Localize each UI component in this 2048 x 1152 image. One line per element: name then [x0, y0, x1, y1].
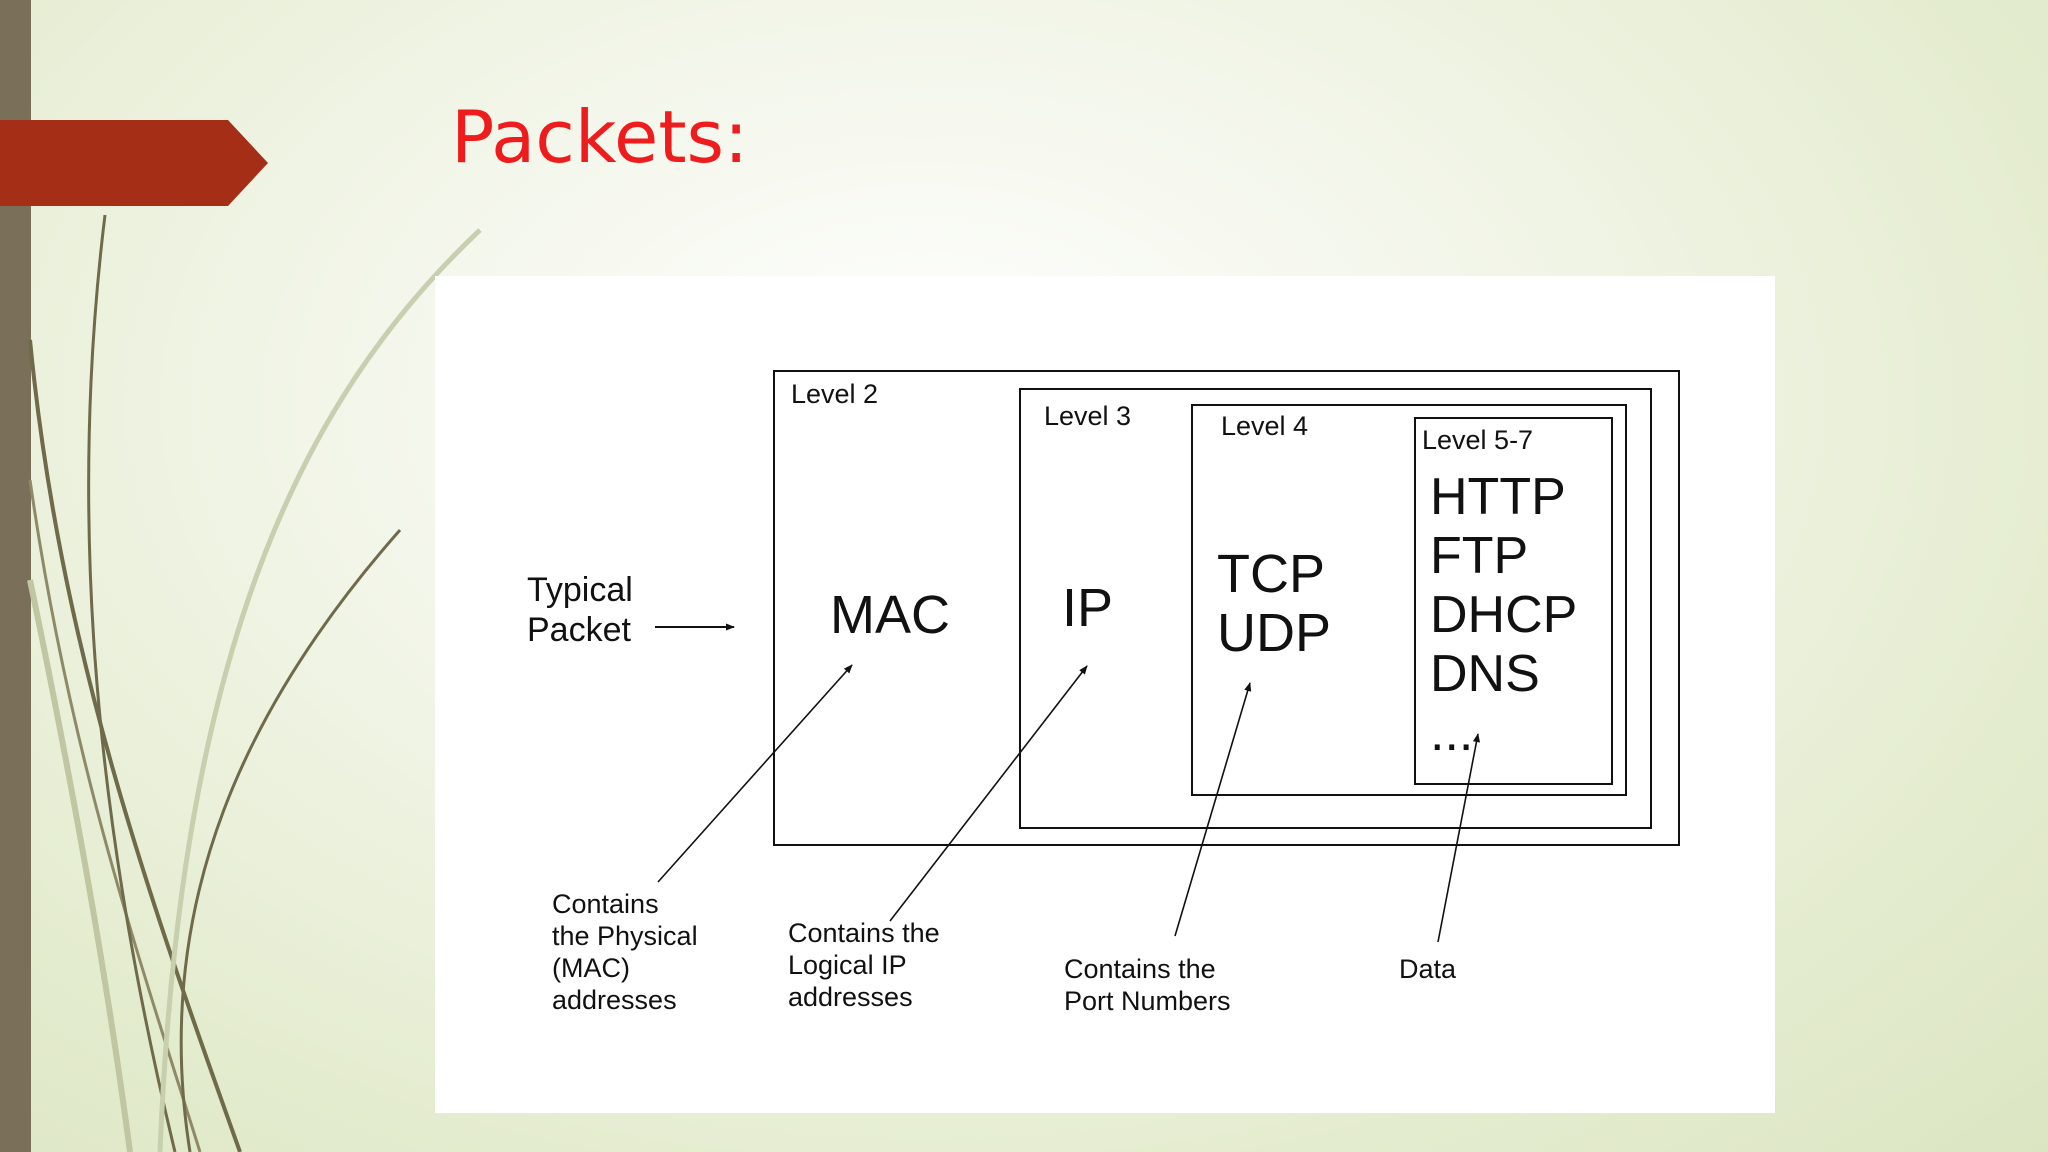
- mac-annotation-line-2: the Physical: [552, 921, 698, 951]
- udp-label: UDP: [1217, 603, 1331, 663]
- port-annotation-line-1: Contains the: [1064, 954, 1216, 984]
- level-2-label: Level 2: [791, 379, 878, 409]
- ip-annotation-arrow: [889, 665, 1088, 922]
- port-annotation-line-2: Port Numbers: [1064, 986, 1231, 1016]
- typical-label: Typical: [527, 571, 633, 609]
- ip-label: IP: [1062, 578, 1113, 638]
- mac-annotation-line-3: (MAC): [552, 953, 630, 983]
- mac-annotation-arrow: [657, 664, 853, 883]
- packet-diagram: Level 2 Level 3 Level 4 Level 5-7 MAC IP…: [527, 370, 1680, 1016]
- level-5-7-box: [1414, 417, 1613, 785]
- slide-title: Packets:: [451, 95, 749, 179]
- dns-label: DNS: [1430, 645, 1540, 703]
- ip-annotation-line-3: addresses: [788, 982, 913, 1012]
- mac-label: MAC: [830, 585, 950, 645]
- ip-annotation-line-2: Logical IP: [788, 950, 907, 980]
- level-4-box: [1191, 404, 1627, 796]
- diagram-panel: Level 2 Level 3 Level 4 Level 5-7 MAC IP…: [435, 276, 1775, 1113]
- title-arrow-shape: [0, 120, 268, 206]
- http-label: HTTP: [1430, 468, 1566, 526]
- data-annotation-arrow: [1437, 733, 1481, 943]
- ellipsis-label: ...: [1430, 704, 1473, 762]
- ftp-label: FTP: [1430, 527, 1528, 585]
- mac-annotation-line-4: addresses: [552, 985, 677, 1015]
- level-2-box: [773, 370, 1680, 846]
- level-3-label: Level 3: [1044, 401, 1131, 431]
- level-3-box: [1019, 388, 1652, 829]
- decorative-swoosh: [27, 214, 482, 1152]
- mac-annotation-line-1: Contains: [552, 889, 659, 919]
- level-5-7-label: Level 5-7: [1422, 425, 1533, 455]
- port-annotation-arrow: [1174, 682, 1252, 937]
- level-4-label: Level 4: [1221, 411, 1308, 441]
- packet-label: Packet: [527, 611, 631, 649]
- data-annotation-line-1: Data: [1399, 954, 1457, 984]
- ip-annotation-line-1: Contains the: [788, 918, 940, 948]
- dhcp-label: DHCP: [1430, 586, 1577, 644]
- tcp-label: TCP: [1217, 544, 1325, 604]
